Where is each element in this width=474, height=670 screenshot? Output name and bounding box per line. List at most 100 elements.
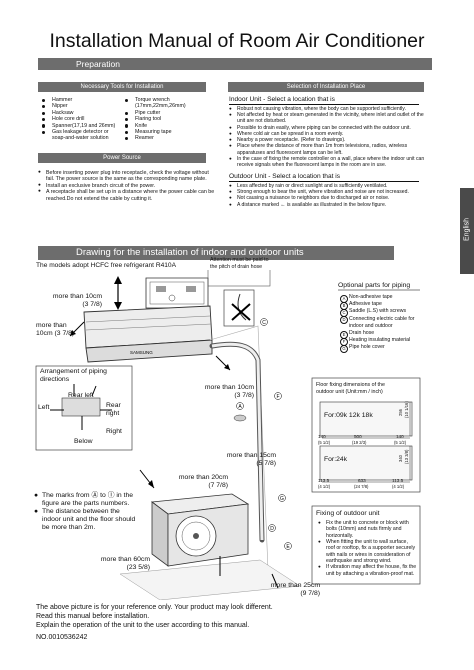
bullet-dot: ● xyxy=(229,130,232,136)
bullet-text: Install an exclusive branch circuit of t… xyxy=(46,182,156,189)
dim-left-1: more than xyxy=(36,322,67,329)
bullet-dot: ● xyxy=(229,124,232,130)
bullet-dot: ● xyxy=(229,201,232,207)
bullet-item: ● Less affected by rain or direct sunligh… xyxy=(229,183,427,189)
dim-top-d2: 500 xyxy=(354,434,362,439)
tool-item: Flaring tool xyxy=(123,116,213,122)
preparation-header: Preparation xyxy=(38,58,432,70)
tool-item: (17mm,22mm,26mm) xyxy=(135,103,186,110)
bullet-text: Strong enough to bear the unit, where vi… xyxy=(237,189,409,196)
dim-top-d2b: (19 2/3) xyxy=(352,440,367,445)
bullet-item: ●Robust not causing vibration, where the… xyxy=(229,106,427,112)
bullet-dot: ● xyxy=(318,520,321,525)
dim-bottom-hb: (13 3/8) xyxy=(404,449,409,464)
piping-rear-right-2: right xyxy=(106,410,120,417)
optional-part-label: Drain hose xyxy=(349,330,375,337)
language-tab[interactable]: English xyxy=(460,188,474,274)
brand-label: SAMSUNG xyxy=(130,350,153,355)
dim-bottom-d3b: (4 1/2) xyxy=(392,484,405,489)
piping-rear-right-1: Rear xyxy=(106,402,121,409)
bullet-text: Less affected by rain or direct sunlight… xyxy=(237,183,388,189)
bullet-item: ●Where cold air can be spread in a room … xyxy=(229,131,427,137)
dim-mid: more than 15cm (5 7/8) xyxy=(196,452,276,468)
dim-top-hb: (10 1/16) xyxy=(404,401,409,418)
bullet-dot: ● xyxy=(318,564,321,570)
dim-top-d1b: (5 1/2) xyxy=(318,440,331,445)
optional-part-label: Connecting electric cable for indoor and… xyxy=(349,315,415,329)
floor-title: Floor fixing dimensions of the outdoor u… xyxy=(316,382,420,395)
dim-bottom-d2b: (24 7/8) xyxy=(354,484,369,489)
bullet-dot: ● xyxy=(38,182,41,188)
dim-right-2: (3 7/8) xyxy=(234,392,254,399)
preparation-header-label: Preparation xyxy=(76,59,120,69)
bullet-item: ●Not causing a nuisance to neighbors due… xyxy=(229,195,427,201)
bullet-dot: ● xyxy=(229,183,232,188)
bullet-item: ●Before inserting power plug into recept… xyxy=(38,170,218,183)
part-marks: C A F G D E xyxy=(236,318,292,550)
dim-top-left-1: more than 10cm xyxy=(52,293,102,300)
dim-mid-2: (5 7/8) xyxy=(256,460,276,467)
svg-text:D: D xyxy=(270,526,274,532)
bullet-dot: ● xyxy=(229,112,232,118)
dim-top-d3: 140 xyxy=(396,434,404,439)
piping-rear-left: Rear left xyxy=(68,392,94,399)
piping-left: Left xyxy=(38,404,50,411)
svg-text:A: A xyxy=(238,404,242,410)
dim-top-h-mm: 256 xyxy=(398,409,403,416)
optional-part-label: Non-adhesive tape xyxy=(349,294,393,300)
bullet-text: In the case of fixing the remote control… xyxy=(237,155,425,168)
bullet-item: ●Place where the distance of more than 1… xyxy=(229,143,427,155)
part-mark-icon: G xyxy=(340,345,348,354)
fix-list: ●Fix the unit to concrete or block with … xyxy=(318,520,418,577)
footer: The above picture is for your reference … xyxy=(36,603,436,642)
optional-title: Optional parts for piping xyxy=(338,282,411,289)
tool-item: Reamer xyxy=(123,135,213,141)
dim-left: more than 10cm (3 7/8) xyxy=(36,322,96,338)
installation-illustration: SAMSUNG C A F G D E xyxy=(35,270,421,600)
bullet-text: Robust not causing vibration, where the … xyxy=(237,106,406,112)
dim-60: more than 60cm (23 5/8) xyxy=(76,556,150,572)
bullet-item: ●Possible to drain easily, where piping … xyxy=(229,125,427,131)
note-2-text: The distance between the indoor unit and… xyxy=(42,508,136,531)
dim-20-1: more than 20cm xyxy=(178,474,228,481)
note-1-text: The marks from Ⓐ to Ⓘ in the figure are … xyxy=(42,492,134,507)
dim-mid-1: more than 15cm xyxy=(226,452,276,459)
bullet-item: ●Nearby a power receptacle. (Refer to dr… xyxy=(229,137,427,143)
attention-note: Attention must be paid to the pitch of d… xyxy=(210,257,269,270)
svg-text:G: G xyxy=(280,496,284,502)
dim-top-d3b: (5 1/2) xyxy=(394,440,407,445)
floor-title-1: Floor fixing dimensions of the xyxy=(316,382,385,388)
indoor-list: ● Robust not causing vibration, where the… xyxy=(229,106,427,168)
optional-part-label: Pipe hole cover xyxy=(349,344,385,351)
dim-60-2: (23 5/8) xyxy=(126,564,150,571)
outdoor-list: ● Less affected by rain or direct sunligh… xyxy=(229,183,427,208)
optional-part-label: Heating insulating material xyxy=(349,337,411,344)
dim-left-2: 10cm (3 7/8) xyxy=(36,330,75,337)
indoor-unit: SAMSUNG xyxy=(83,305,213,363)
outdoor-unit xyxy=(150,493,250,567)
dim-60-1: more than 60cm xyxy=(100,556,150,563)
dim-right: more than 10cm (3 7/8) xyxy=(194,384,254,400)
indoor-title: Indoor Unit - Select a location that is xyxy=(229,96,419,105)
bullet-dot: ● xyxy=(229,143,232,149)
dim-top-left-2: (3 7/8) xyxy=(82,301,102,308)
language-tab-label: English xyxy=(463,218,471,241)
selection-header: Selection of Installation Place xyxy=(228,82,424,92)
floor-title-2: outdoor unit (Unit:mm / inch) xyxy=(316,388,383,395)
note-1: ●The marks from Ⓐ to Ⓘ in the figure are… xyxy=(34,492,134,507)
optional-part-label: Adhesive tape xyxy=(349,301,382,308)
notes: ●The marks from Ⓐ to Ⓘ in the figure are… xyxy=(34,492,138,532)
dim-top-label: For:09k 12k 18k xyxy=(324,412,373,419)
tools-header: Necessary Tools for Installation xyxy=(38,82,206,92)
bullet-item: ●A distance marked ← is available as ill… xyxy=(229,202,427,208)
bullet-dot: ● xyxy=(229,195,232,201)
piping-title: Arrangement of piping directions xyxy=(40,368,130,384)
tool-item: Hole core drill xyxy=(40,116,130,122)
tool-item: Torque wrench xyxy=(123,97,213,103)
dim-right-1: more than 10cm xyxy=(204,384,254,391)
bullet-text: A receptacle shall be set up in a distan… xyxy=(46,189,215,202)
